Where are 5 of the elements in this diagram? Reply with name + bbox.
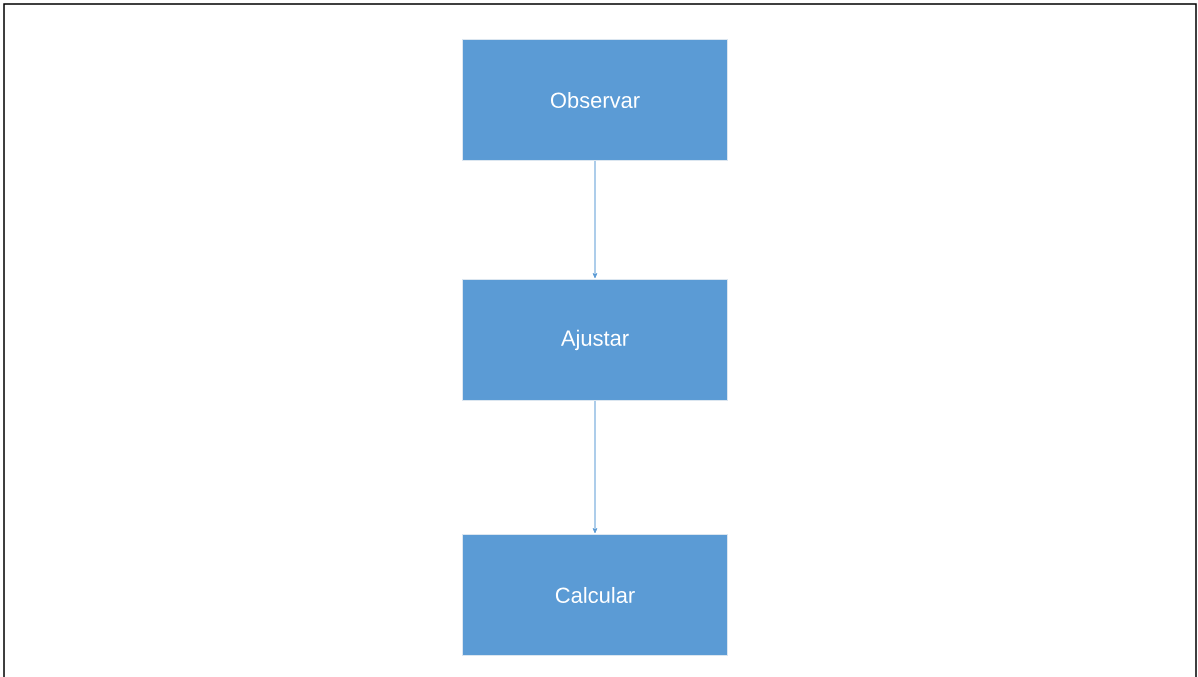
process-box: Observar [462, 39, 728, 161]
arrow [592, 400, 598, 534]
arrow [592, 160, 598, 279]
process-box: Ajustar [462, 279, 728, 401]
process-box: Calcular [462, 534, 728, 656]
